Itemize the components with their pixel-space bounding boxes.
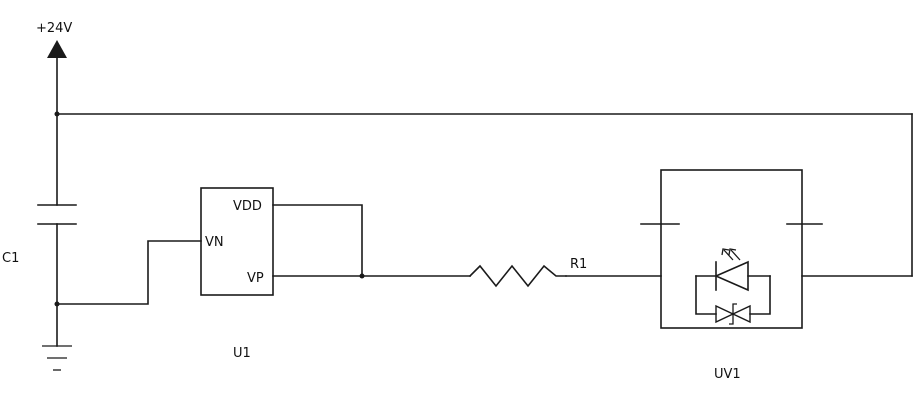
uv-module-uv1: UV1	[640, 169, 823, 382]
resistor-zigzag	[468, 264, 567, 288]
uv-module-label: UV1	[714, 367, 741, 382]
power-supply-symbol: +24V	[36, 21, 72, 58]
ic-body	[200, 187, 274, 296]
uv-led-icon	[695, 248, 771, 292]
ic-pin-vdd: VDD	[233, 199, 262, 214]
power-label: +24V	[36, 21, 72, 36]
ic-u1: VDD VN VP U1	[200, 187, 274, 361]
ic-label: U1	[233, 346, 251, 361]
power-arrow-icon	[47, 40, 67, 58]
capacitor-label: C1	[2, 251, 19, 266]
capacitor-c1: C1	[2, 204, 77, 266]
ic-pin-vn: VN	[205, 235, 224, 250]
vdd-loop-wire	[272, 204, 363, 277]
resistor-r1: R1	[468, 257, 587, 288]
junction-dot-vp	[359, 273, 365, 279]
uv-module-body	[660, 169, 803, 329]
ground-icon	[42, 345, 72, 371]
junction-dot-top	[54, 111, 60, 117]
resistor-label: R1	[570, 257, 587, 272]
tvs-diode-icon	[695, 275, 771, 325]
vn-connection-wire	[56, 240, 202, 305]
ic-pin-vp: VP	[247, 271, 264, 286]
